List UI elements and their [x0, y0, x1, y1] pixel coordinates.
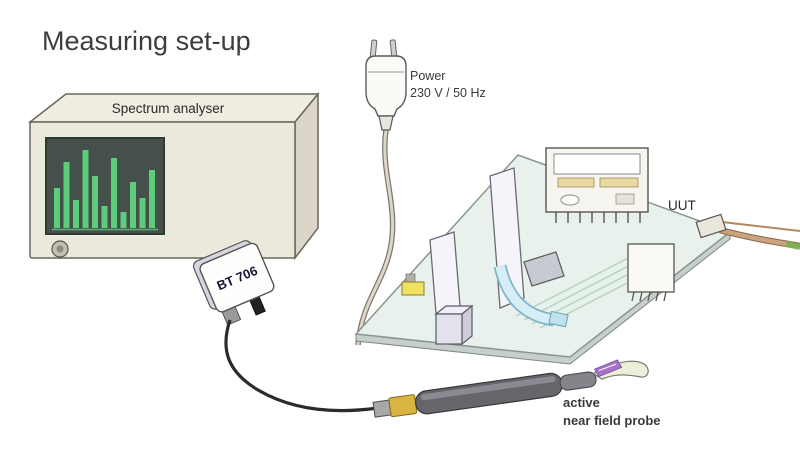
- probe-cable: [224, 319, 379, 413]
- screen-bar: [63, 162, 70, 228]
- adapter-bt706: BT 706: [192, 240, 275, 326]
- analyser-side-face: [294, 91, 319, 261]
- power-cable-core: [356, 129, 395, 346]
- metal-box: [434, 304, 474, 346]
- plug-boot: [378, 115, 394, 131]
- screen-bar: [120, 212, 127, 228]
- relay-stripe-right: [599, 177, 639, 188]
- small-component: [405, 273, 416, 283]
- relay-oval: [560, 194, 580, 206]
- relay-window: [553, 153, 641, 175]
- screen-bar: [54, 188, 60, 228]
- analyser-knob-center: [56, 245, 64, 253]
- probe-gold-band: [388, 394, 418, 418]
- plug-body: [365, 55, 407, 117]
- relay-stripe-left: [557, 177, 595, 188]
- uut-board: UUT: [354, 147, 800, 365]
- probe-sma-connector: [372, 399, 392, 418]
- near-field-probe: [372, 359, 649, 418]
- relay-module: [545, 147, 649, 223]
- relay-detail: [615, 193, 635, 205]
- screen-bars: [54, 150, 155, 228]
- gray-ic: [523, 251, 565, 287]
- relay-pins: [555, 212, 641, 223]
- screen-bar: [111, 158, 117, 228]
- power-cable: [355, 129, 396, 346]
- adapter-front: [199, 242, 275, 313]
- cable-green-tip: [785, 241, 800, 250]
- power-label-line2: 230 V / 50 Hz: [410, 86, 486, 100]
- screen-bar: [82, 150, 89, 228]
- screen-bar: [92, 176, 98, 228]
- probe-caption-line1: active: [563, 395, 600, 410]
- cable-strand: [721, 221, 800, 232]
- spectrum-analyser: Spectrum analyser: [27, 91, 320, 261]
- power-label-line1: Power: [410, 69, 445, 83]
- probe-neck: [559, 371, 597, 391]
- yellow-component: [401, 281, 425, 296]
- uut-label: UUT: [668, 198, 696, 213]
- flex-ribbon: [493, 264, 569, 328]
- board-connector: [695, 213, 800, 250]
- screen-bar: [73, 200, 79, 228]
- analyser-label: Spectrum analyser: [112, 101, 225, 116]
- probe-tip-marking: [598, 363, 617, 372]
- connector-housing: [695, 213, 727, 239]
- screen-bar: [139, 198, 146, 228]
- power-plug: [365, 39, 407, 131]
- probe-tip: [592, 360, 649, 380]
- probe-body-highlight: [420, 376, 556, 401]
- chip: [627, 243, 675, 302]
- probe-caption-line2: near field probe: [563, 413, 661, 428]
- screen-bar: [130, 182, 136, 228]
- screen-bar: [149, 170, 155, 228]
- screen-bar: [101, 206, 108, 228]
- page-title: Measuring set-up: [42, 26, 251, 56]
